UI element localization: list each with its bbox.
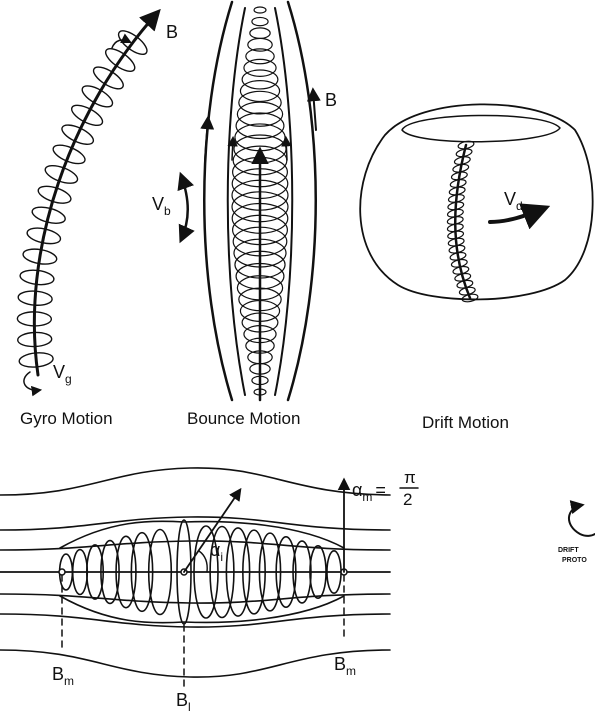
bounce-inner-left <box>228 8 245 395</box>
bounce-velocity-arrow <box>181 175 188 240</box>
drift-proton-inset: DRIFT PROTO <box>558 505 595 564</box>
bounce-caption: Bounce Motion <box>187 409 300 428</box>
inset-label-line1: DRIFT <box>558 547 579 554</box>
bounce-field-label: B <box>325 90 337 110</box>
center-field-label: Bl <box>176 690 191 714</box>
bounce-loop <box>254 7 266 13</box>
gyro-velocity-label: Vg <box>53 362 72 386</box>
gyro-field-line <box>34 12 158 375</box>
max-angle-label: αm= <box>352 480 386 504</box>
left-mirror-point <box>59 569 65 575</box>
drift-panel: Vd Drift Motion <box>360 104 592 432</box>
bounce-inner-left-arrow <box>232 138 233 160</box>
drift-velocity-label: Vd <box>504 189 523 213</box>
gyro-caption: Gyro Motion <box>20 409 113 428</box>
bounce-inner-right <box>275 8 292 395</box>
torus-inner-hole <box>402 115 560 141</box>
max-angle-numerator: π <box>404 468 416 487</box>
max-angle-denominator: 2 <box>403 490 412 509</box>
torus-outline <box>360 104 592 299</box>
bounce-loop <box>250 28 270 39</box>
gyro-helix <box>17 27 150 369</box>
drift-caption: Drift Motion <box>422 413 509 432</box>
bounce-panel: B Vb Bounce Motion <box>152 2 337 428</box>
bounce-loop <box>242 70 278 89</box>
pitch-angle-label: αi <box>210 540 223 564</box>
gyro-panel: B Vg Gyro Motion <box>17 12 178 428</box>
right-mirror-label: Bm <box>334 654 356 678</box>
inset-label-line2: PROTO <box>562 557 587 564</box>
pitch-angle-arc <box>199 551 207 572</box>
mirror-field-line-2 <box>0 517 390 530</box>
left-mirror-label: Bm <box>52 664 74 688</box>
bounce-outer-right-arrow <box>313 90 316 130</box>
mirror-field-line-1 <box>0 468 390 495</box>
mirror-panel: αi αm= π 2 Bm Bl Bm <box>0 468 418 714</box>
bounce-loop <box>252 17 268 25</box>
bounce-velocity-label: Vb <box>152 194 171 218</box>
gyro-field-label: B <box>166 22 178 42</box>
bounce-loop <box>244 59 276 76</box>
inset-curl-arrow <box>569 505 595 536</box>
mirror-field-line-6 <box>0 614 390 627</box>
